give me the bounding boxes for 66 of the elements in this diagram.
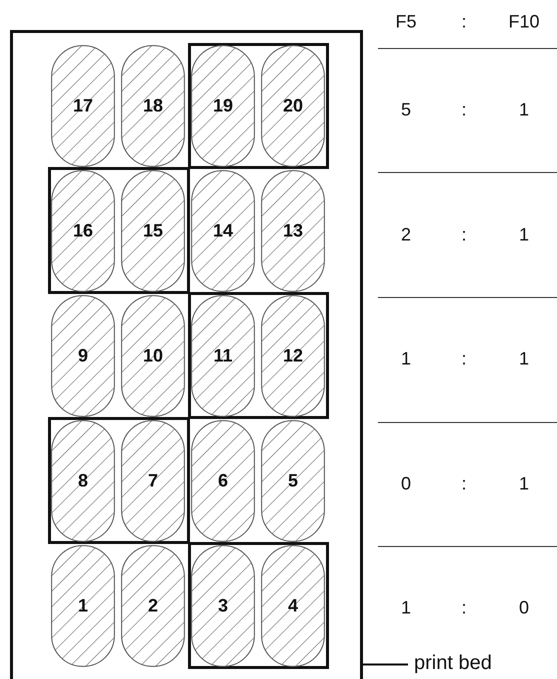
specimen-number: 13 — [282, 220, 304, 242]
hatched-specimen — [51, 420, 115, 542]
specimen-number: 11 — [212, 346, 234, 366]
ratio-value: : — [462, 598, 466, 618]
group-outline — [188, 542, 329, 669]
hatched-specimen — [261, 545, 325, 667]
ratio-value: 5 — [401, 100, 411, 120]
specimen-number: 10 — [142, 346, 164, 366]
specimen-number: 16 — [72, 220, 94, 242]
specimen-number: 18 — [142, 96, 164, 116]
hatched-specimen — [121, 295, 185, 417]
hatched-specimen — [121, 170, 185, 292]
hatched-specimen — [261, 45, 325, 167]
specimen-number: 4 — [286, 596, 299, 616]
hatched-specimen — [51, 45, 115, 167]
group-outline — [188, 292, 329, 419]
specimen-number: 12 — [282, 346, 304, 366]
hatched-specimen — [51, 545, 115, 667]
group-outline — [188, 43, 329, 169]
ratio-value: 1 — [519, 348, 529, 370]
specimen-number: 3 — [216, 596, 229, 616]
ratio-value: 1 — [519, 100, 529, 120]
ratio-value: 1 — [401, 598, 411, 618]
ratio-value: : — [462, 473, 466, 494]
hatched-specimen — [191, 295, 255, 417]
hatched-specimen — [191, 420, 255, 542]
leader-line — [363, 664, 408, 666]
hatched-specimen — [121, 45, 185, 167]
ratio-value: 1 — [519, 473, 529, 494]
hatched-specimen — [51, 170, 115, 292]
specimen-number: 19 — [212, 96, 234, 116]
hatched-specimen — [121, 545, 185, 667]
hatched-specimen — [191, 545, 255, 667]
specimen-number: 1 — [76, 596, 89, 616]
ratio-value: 0 — [401, 473, 411, 494]
specimen-number: 6 — [216, 470, 229, 492]
column-header: F5 — [396, 12, 416, 32]
group-outline — [48, 167, 190, 294]
print-bed-outline — [10, 30, 363, 679]
ratio-value: 1 — [401, 348, 411, 370]
specimen-number: 20 — [282, 96, 304, 116]
hatched-specimen — [261, 420, 325, 542]
specimen-number: 17 — [72, 96, 94, 116]
specimen-number: 5 — [286, 470, 299, 492]
ratio-value: : — [462, 224, 466, 245]
specimen-number: 9 — [76, 346, 89, 366]
hatched-specimen — [51, 295, 115, 417]
group-outline — [48, 417, 190, 544]
column-header: : — [462, 12, 466, 32]
specimen-number: 14 — [212, 220, 234, 242]
callout-label: print bed — [414, 652, 492, 675]
hatched-specimen — [261, 170, 325, 292]
ratio-value: 1 — [519, 224, 529, 245]
ratio-value: 0 — [519, 598, 529, 618]
specimen-number: 8 — [76, 470, 89, 492]
hatched-specimen — [261, 295, 325, 417]
specimen-number: 2 — [146, 596, 159, 616]
hatched-specimen — [121, 420, 185, 542]
specimen-number: 7 — [146, 470, 159, 492]
hatched-specimen — [191, 45, 255, 167]
specimen-number: 15 — [142, 220, 164, 242]
ratio-value: : — [462, 100, 466, 120]
hatched-specimen — [191, 170, 255, 292]
ratio-value: 2 — [401, 224, 411, 245]
column-header: F10 — [508, 12, 540, 32]
ratio-value: : — [462, 348, 466, 370]
